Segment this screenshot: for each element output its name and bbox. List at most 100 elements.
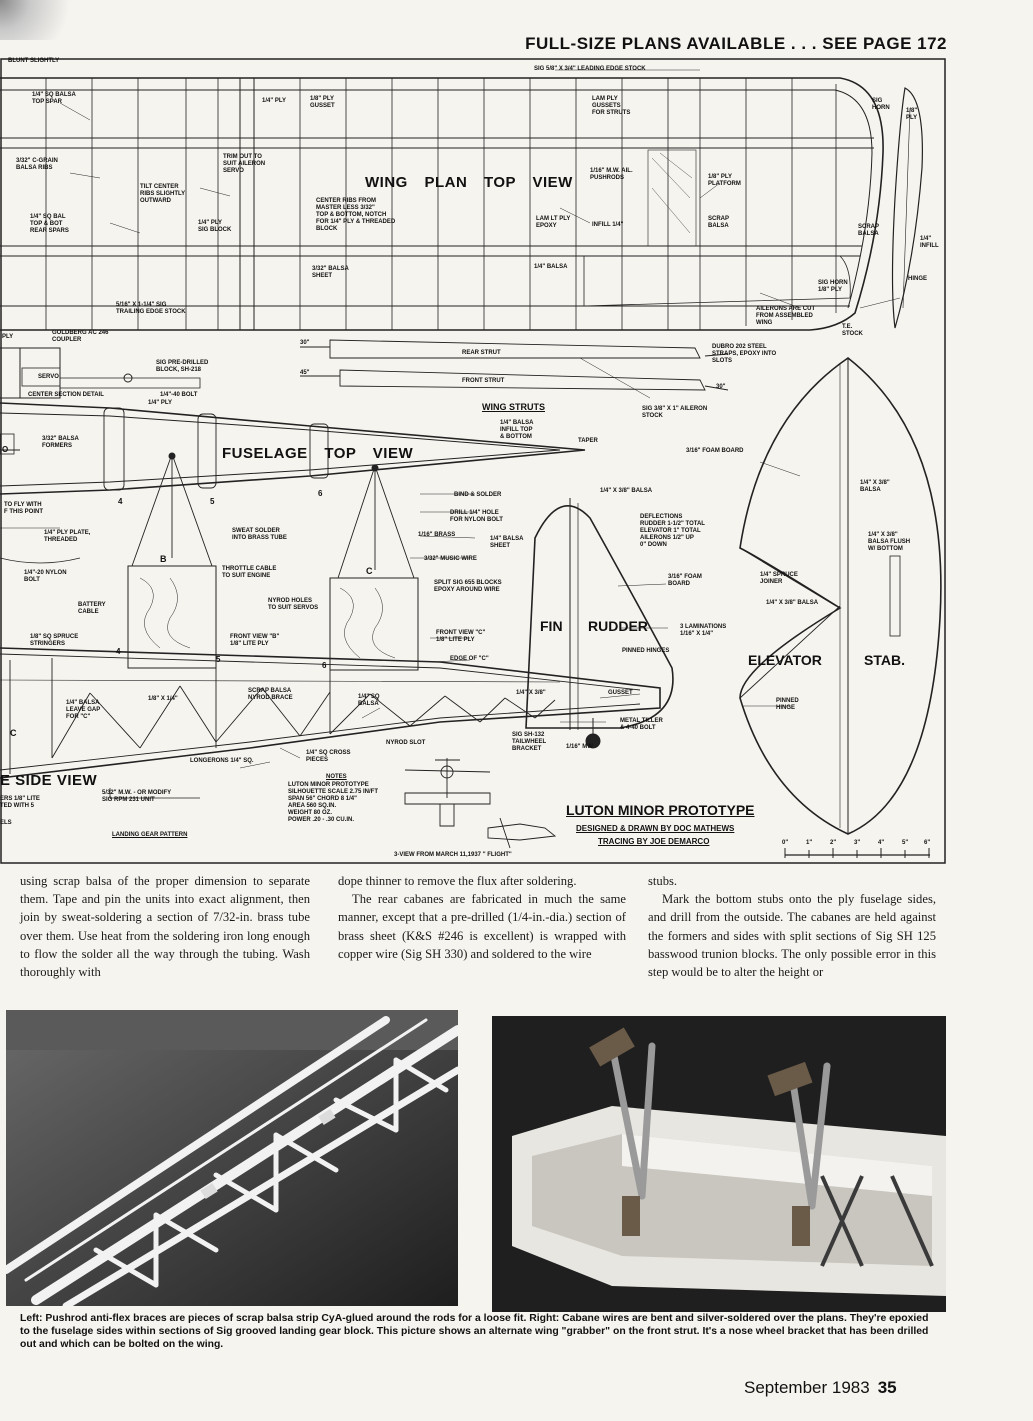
- label-longerons: LONGERONS 1/4" SQ.: [190, 758, 254, 764]
- label-front-b: FRONT VIEW "B" 1/8" LITE PLY: [230, 634, 280, 647]
- label-tilt: TILT CENTER RIBS SLIGHTLY OUTWARD: [140, 184, 186, 204]
- fuselage-top-title: FUSELAGE TOP VIEW: [222, 445, 414, 462]
- label-ply-gusset: 1/8" PLY GUSSET: [310, 96, 335, 109]
- rudder-title: RUDDER: [588, 618, 648, 634]
- fuselage-side-title: E SIDE VIEW: [0, 772, 98, 789]
- label-mw-116: 1/16" MW: [566, 744, 593, 750]
- label-pinned-hinges: PINNED HINGES: [622, 648, 670, 654]
- label-scrap-balsa-tip: SCRAP BALSA: [858, 224, 880, 237]
- plan-drawing: WING PLAN TOP VIEW FUSELAGE TOP VIEW E S…: [0, 58, 948, 866]
- elevator-title: ELEVATOR: [748, 652, 822, 668]
- label-ply-14: 1/4" PLY: [262, 98, 286, 104]
- label-trim: TRIM OUT TO SUIT AILERON SERVO: [223, 154, 266, 174]
- label-sq-balsa: 1/4" SQ BALSA: [358, 694, 380, 707]
- label-balsa-38b: 1/4" x 3/8" BALSA: [766, 600, 819, 606]
- notes-title: NOTES: [326, 774, 347, 780]
- label-scrap-balsa-wing: SCRAP BALSA: [708, 216, 730, 229]
- label-music-wire: 3/32" MUSIC WIRE: [424, 556, 477, 562]
- label-pinned-hinge: PINNED HINGE: [776, 698, 799, 711]
- label-metal-tiller: METAL TILLER & 4-40 BOLT: [620, 718, 663, 731]
- photo-pushrod-braces: [6, 1010, 458, 1306]
- label-nylon-bolt: 1/4"-20 NYLON BOLT: [24, 570, 67, 583]
- label-landing-gear: LANDING GEAR PATTERN: [112, 832, 188, 838]
- label-center-ribs: CENTER RIBS FROM MASTER LESS 3/32" TOP &…: [316, 198, 396, 232]
- label-ply-left: PLY: [2, 334, 14, 340]
- label-els: ELS: [0, 820, 12, 826]
- label-nyrod-slot: NYROD SLOT: [386, 740, 426, 746]
- label-sig-tailwheel: SIG SH-132 TAILWHEEL BRACKET: [512, 732, 547, 752]
- label-sig-block: 1/4" PLY SIG BLOCK: [198, 220, 232, 233]
- prototype-title: LUTON MINOR PROTOTYPE: [566, 802, 755, 818]
- wing-plan-title: WING PLAN TOP VIEW: [365, 174, 573, 191]
- three-view-source: 3-VIEW FROM MARCH 11,1937 " FLIGHT": [394, 852, 512, 858]
- label-sweat-solder: SWEAT SOLDER INTO BRASS TUBE: [232, 528, 287, 541]
- col3-paragraph-2: Mark the bottom stubs onto the ply fusel…: [648, 892, 936, 980]
- former-4b: 4: [116, 647, 121, 656]
- label-top-spar: 1/4" SQ BALSA TOP SPAR: [32, 92, 76, 105]
- label-coupler: GOLDBERG AC 246 COUPLER: [52, 330, 109, 343]
- article-column-2: dope thinner to remove the flux after so…: [338, 872, 626, 963]
- label-balsa-38-stab: 1/4" x 3/8" BALSA: [860, 480, 890, 493]
- label-predrilled: SIG PRE-DRILLED BLOCK, SH-218: [156, 360, 209, 373]
- label-center-detail: CENTER SECTION DETAIL: [28, 392, 104, 398]
- col1-paragraph: using scrap balsa of the proper dimensio…: [20, 874, 310, 980]
- label-laminations: 3 LAMINATIONS 1/16" x 1/4": [680, 624, 727, 637]
- label-balsa-flush: 1/4" x 3/8" BALSA FLUSH W/ BOTTOM: [868, 532, 911, 552]
- label-sig-horn-ply: SIG HORN 1/8" PLY: [818, 280, 848, 293]
- label-platform: 1/8" PLY PLATFORM: [708, 174, 741, 187]
- label-mw-modify: 5/32" M.W. - OR MODIFY SIG RPM 231 UNIT: [102, 790, 172, 803]
- label-ply-plate: 1/4" PLY PLATE, THREADED: [44, 530, 91, 543]
- label-battery: BATTERY CABLE: [78, 602, 106, 615]
- label-drill-hole: DRILL 1/4" HOLE FOR NYLON BOLT: [450, 510, 503, 523]
- label-gusset: GUSSET: [608, 690, 633, 696]
- notes-body: LUTON MINOR PROTOTYPE SILHOUETTE SCALE 2…: [288, 782, 379, 823]
- label-deflections: DEFLECTIONS RUDDER 1-1/2" TOTAL ELEVATOR…: [640, 514, 705, 548]
- label-split-sig: SPLIT SIG 655 BLOCKS EPOXY AROUND WIRE: [434, 580, 502, 593]
- label-brass-116: 1/16" BRASS: [418, 532, 456, 538]
- label-blunt: BLUNT SLIGHTLY: [8, 58, 60, 64]
- label-infill-top: 1/4" BALSA INFILL TOP & BOTTOM: [500, 420, 534, 440]
- label-spruce-joiner: 1/4" SPRUCE JOINER: [760, 572, 798, 585]
- label-cross-pieces: 1/4" SQ CROSS PIECES: [306, 750, 351, 763]
- scale-4: 4": [878, 840, 885, 846]
- col3-paragraph-1: stubs.: [648, 874, 678, 888]
- label-sq-bal: 1/4" SQ BAL TOP & BOT REAR SPARS: [30, 214, 69, 234]
- label-bolt-440: 1/4"-40 BOLT: [160, 392, 198, 398]
- label-balsa-sheet-332: 3/32" BALSA SHEET: [312, 266, 349, 279]
- designer-credit: DESIGNED & DRAWN BY DOC MATHEWS: [576, 824, 735, 833]
- label-cgrain: 3/32" C-GRAIN BALSA RIBS: [16, 158, 58, 171]
- label-ply-14b: 1/4" PLY: [148, 400, 172, 406]
- photo-cabane-wires-art: [492, 1016, 946, 1312]
- label-front-strut: FRONT STRUT: [462, 378, 505, 384]
- former-c-label: C: [366, 566, 373, 576]
- page-corner-shadow: [0, 0, 70, 40]
- label-fly-with: TO FLY WITH F THIS POINT: [4, 502, 43, 515]
- label-rear-strut: REAR STRUT: [462, 350, 501, 356]
- letter-c: C: [10, 728, 17, 738]
- label-throttle: THROTTLE CABLE TO SUIT ENGINE: [222, 566, 277, 579]
- label-infill-tip: 1/4" INFILL: [920, 236, 939, 249]
- label-edge-c: EDGE OF "C": [450, 656, 489, 662]
- label-foam-board: 3/16" FOAM BOARD: [686, 448, 744, 454]
- label-deg45: 45": [300, 370, 310, 376]
- scale-6: 6": [924, 840, 931, 846]
- former-6b: 6: [322, 661, 327, 670]
- wing-struts-title: WING STRUTS: [482, 402, 545, 412]
- label-pushrods: 1/16" M.W. AIL. PUSHRODS: [590, 168, 633, 181]
- label-taper: TAPER: [578, 438, 598, 444]
- label-dubro: DUBRO 202 STEEL STRAPS, EPOXY INTO SLOTS: [712, 344, 777, 364]
- issue-date: September 1983: [744, 1378, 870, 1397]
- label-infill: INFILL 1/4": [592, 222, 624, 228]
- label-front-c: FRONT VIEW "C" 1/8" LITE PLY: [436, 630, 486, 643]
- scale-1: 1": [806, 840, 813, 846]
- label-servo: SERVO: [38, 374, 59, 380]
- tracer-credit: TRACING BY JOE DEMARCO: [598, 837, 710, 846]
- col2-paragraph-2: The rear cabanes are fabricated in much …: [338, 892, 626, 961]
- label-sq-18: 1/8" x 1/4": [148, 696, 178, 702]
- label-balsa-38c: 1/4" x 3/8": [516, 690, 546, 696]
- article-column-1: using scrap balsa of the proper dimensio…: [20, 872, 310, 981]
- photo-caption: Left: Pushrod anti-flex braces are piece…: [20, 1313, 929, 1350]
- scale-2: 2": [830, 840, 837, 846]
- label-deg30b: 30": [716, 384, 726, 390]
